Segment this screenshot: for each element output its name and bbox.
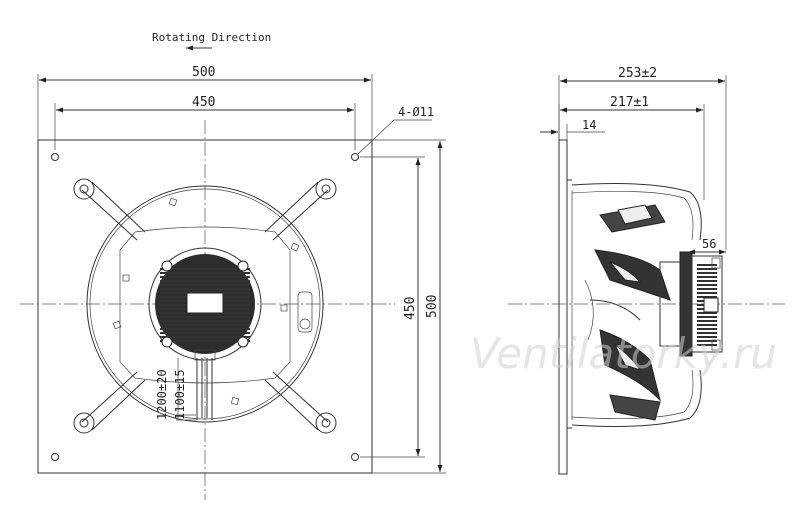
hole-spacing-vertical-value: 450: [403, 297, 418, 320]
dim-overall-width: 500: [37, 65, 373, 140]
cables: 1200±20 1100±15: [155, 358, 213, 421]
side-mounting-plate: [558, 139, 568, 475]
side-impeller: [584, 204, 671, 421]
dim-body-depth: 217±1: [558, 95, 705, 200]
overall-height-value: 500: [425, 295, 440, 318]
hole-spacing-value: 450: [192, 95, 215, 110]
side-guard: [571, 183, 702, 427]
motor-dim-value: 56: [702, 237, 716, 251]
holes-callout-value: 4-Ø11: [398, 105, 434, 119]
side-view: 253±2 217±1 14 56: [508, 66, 785, 475]
cable-length-2: 1100±15: [173, 369, 187, 420]
inlet-ring: [86, 185, 324, 423]
mounting-hole: [51, 453, 59, 461]
support-arms: [73, 178, 337, 434]
dim-hole-spacing: 450: [54, 95, 356, 150]
motor-front: [148, 247, 262, 361]
total-depth-value: 253±2: [618, 66, 657, 81]
overall-width-value: 500: [192, 65, 215, 80]
dim-overall-height: 500: [372, 139, 446, 474]
mounting-hole: [351, 453, 359, 461]
body-depth-value: 217±1: [610, 95, 649, 110]
cable-length-1: 1200±20: [155, 369, 169, 420]
rotating-direction-caption: Rotating Direction: [152, 31, 271, 51]
motor-frame: [119, 226, 291, 384]
front-view: 500 450 4-Ø11: [20, 65, 446, 500]
dim-motor: 56: [688, 237, 726, 255]
side-motor: [659, 251, 723, 357]
dim-hole-spacing-vertical: 450: [360, 156, 425, 458]
watermark: Ventilatorky.ru: [470, 329, 777, 378]
mounting-hole: [351, 153, 359, 161]
ring-clips: [112, 197, 300, 406]
dim-plate-thickness: 14: [540, 118, 605, 140]
mounting-hole: [51, 153, 59, 161]
nameplate-marker: [297, 291, 313, 333]
holes-callout: 4-Ø11: [357, 105, 434, 155]
plate-thickness-value: 14: [582, 118, 596, 132]
rotating-direction-label: Rotating Direction: [152, 31, 271, 44]
